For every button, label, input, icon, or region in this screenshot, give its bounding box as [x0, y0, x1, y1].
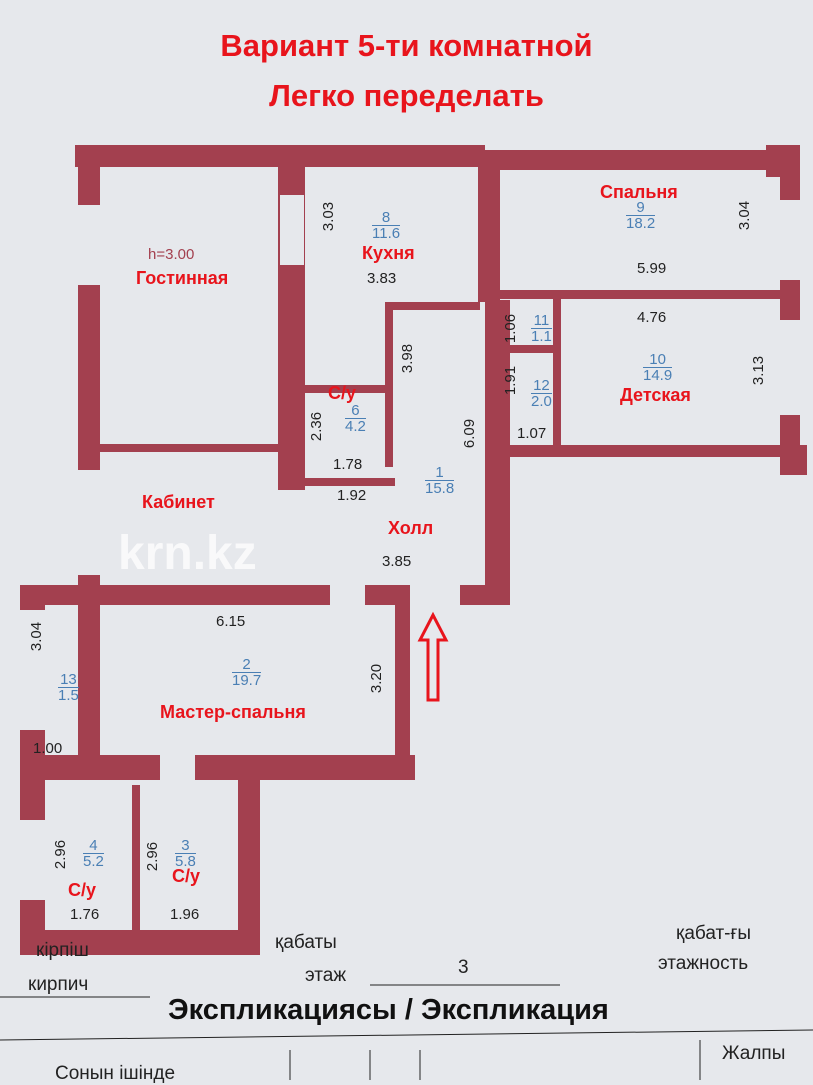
room-label-kids: Детская — [620, 385, 691, 405]
dimension: 1.76 — [70, 906, 100, 923]
dimension: 2.96 — [144, 841, 162, 872]
watermark: krn.kz — [118, 527, 257, 580]
room-label-hall: Холл — [388, 518, 434, 538]
floor-kz: қабаты — [275, 932, 337, 953]
floor-ru: этаж — [305, 965, 347, 986]
entrance-arrow — [417, 611, 449, 702]
dimension: 3.98 — [399, 343, 417, 374]
dimension: 1.00 — [33, 740, 63, 757]
ceiling-height: h=3.00 — [148, 246, 195, 263]
dimension: 1.92 — [337, 487, 367, 504]
dimension: 1.78 — [333, 456, 363, 473]
room-label-wc-3: С/у — [172, 866, 201, 886]
room-label-wc-6: С/у — [328, 383, 357, 403]
walls — [20, 145, 807, 955]
material-kz: кірпіш — [36, 940, 89, 961]
dimension: 2.36 — [308, 411, 326, 442]
dimension: 4.76 — [637, 309, 667, 326]
dimension: 1.91 — [502, 365, 520, 396]
dimension: 3.04 — [736, 200, 754, 231]
dimension: 2.96 — [52, 839, 70, 870]
rule-lines — [0, 984, 813, 1080]
dimension: 3.20 — [368, 663, 386, 694]
dimension: 6.09 — [461, 418, 479, 449]
room-label-kitchen: Кухня — [362, 243, 415, 263]
table-header-including: Сонын ішінде — [55, 1063, 176, 1084]
dimension: 1.06 — [502, 313, 520, 344]
dimension: 3.13 — [750, 355, 768, 386]
dimension: 3.83 — [367, 270, 397, 287]
material-ru: кирпич — [28, 974, 89, 995]
room-label-study: Кабинет — [142, 492, 215, 512]
room-label-wc-4: С/у — [68, 880, 97, 900]
dimension: 5.99 — [637, 260, 667, 277]
room-label-living: Гостинная — [136, 268, 229, 288]
dimension: 3.04 — [28, 621, 46, 652]
openings — [20, 195, 800, 900]
floors-ru: этажность — [658, 953, 749, 974]
title-line-1: Вариант 5-ти комнатной — [220, 28, 593, 63]
dimension: 1.07 — [517, 425, 547, 442]
title-line-2: Легко переделать — [269, 78, 544, 113]
table-header-total: Жалпы — [722, 1043, 786, 1064]
room-label-bedroom: Спальня — [600, 182, 678, 202]
explication-heading: Экспликациясы / Экспликация — [168, 994, 609, 1026]
dimension: 1.96 — [170, 906, 200, 923]
floors-kz: қабат-ғы — [676, 923, 752, 944]
dimension: 3.03 — [320, 201, 338, 232]
room-label-master: Мастер-спальня — [160, 702, 306, 722]
dimension: 3.85 — [382, 553, 412, 570]
floor-value: 3 — [458, 957, 469, 978]
dimension: 6.15 — [216, 613, 246, 630]
